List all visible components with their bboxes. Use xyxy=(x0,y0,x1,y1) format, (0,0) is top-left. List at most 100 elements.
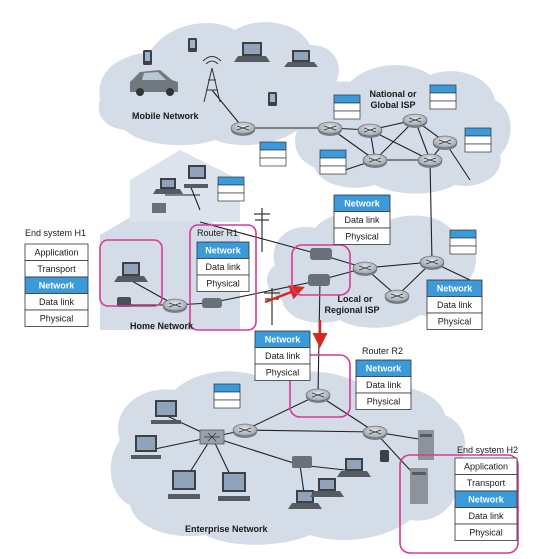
desktop-computer-icon xyxy=(131,435,161,459)
home-network-label: Home Network xyxy=(130,321,194,331)
stack-layer-label: Network xyxy=(205,245,242,255)
desktop-computer-icon xyxy=(151,400,181,424)
phone-icon xyxy=(268,92,277,106)
stack-layer-label: Physical xyxy=(469,527,503,537)
routers xyxy=(162,113,458,440)
highlight-end-system-h1 xyxy=(99,239,163,307)
mini-stack-icon xyxy=(464,127,492,153)
end-system-h2-title: End system H2 xyxy=(457,445,518,455)
mini-stacks xyxy=(213,84,492,409)
stack-layer-label: Data link xyxy=(39,297,75,307)
stack-layer-label: Physical xyxy=(345,231,379,241)
router-icon xyxy=(419,255,445,270)
stack-layer-cell xyxy=(454,523,518,541)
stack-layer-cell xyxy=(254,363,311,381)
stack-layer-label: Network xyxy=(468,494,505,504)
cell-tower-icon xyxy=(202,56,222,103)
router-r2-title: Router R2 xyxy=(362,346,403,356)
stack-layer-label: Network xyxy=(366,363,403,373)
highlight-router-r1 xyxy=(189,224,257,331)
packet-path-arrow xyxy=(264,285,328,348)
stack-layer-label: Data link xyxy=(265,351,301,361)
local-isp-label-line1: Local or xyxy=(337,294,373,304)
laptop-icon xyxy=(284,50,318,67)
mini-stack-icon xyxy=(429,84,457,110)
mini-stack-icon xyxy=(213,383,241,409)
enterprise-network-label: Enterprise Network xyxy=(185,524,269,534)
stack-layer-cell xyxy=(355,392,412,410)
stack-layer-cell xyxy=(333,227,391,245)
desktop-computer-icon xyxy=(184,165,208,188)
router-icon xyxy=(305,388,331,403)
modem-icon xyxy=(202,298,222,308)
mini-stack-icon xyxy=(449,229,477,255)
stack-layer-label: Physical xyxy=(40,313,74,323)
stack-layer-cell xyxy=(426,312,483,330)
router-icon xyxy=(417,153,443,168)
stack-layer-label: Network xyxy=(39,280,76,290)
telephone-pole-icon xyxy=(254,208,280,325)
phone-icon xyxy=(143,50,152,65)
mobile-network-cloud xyxy=(98,22,339,146)
server-icon xyxy=(418,430,434,460)
desktop-computer-icon xyxy=(218,472,250,501)
end-system-h1-title: End system H1 xyxy=(25,228,86,238)
printer-icon xyxy=(152,203,166,213)
router-icon xyxy=(384,289,410,304)
router-icon xyxy=(357,123,383,138)
national-isp-label-line1: National or xyxy=(369,89,417,99)
desktop-computer-icon xyxy=(168,470,200,499)
router-icon xyxy=(362,153,388,168)
printer-icon xyxy=(292,456,312,468)
stack-layer-label: Data link xyxy=(366,380,402,390)
stack-layer-label: Data link xyxy=(468,511,504,521)
stack-layer-cell xyxy=(196,274,250,292)
stack-layer-label: Physical xyxy=(367,396,401,406)
highlight-end-system-h2 xyxy=(399,454,519,554)
mini-stack-icon xyxy=(319,149,347,175)
mini-stack-icon xyxy=(217,176,245,202)
stack-layer-label: Physical xyxy=(206,278,240,288)
stack-layer-label: Application xyxy=(464,461,508,471)
car-icon xyxy=(130,70,178,96)
stack-layer-label: Data link xyxy=(437,300,473,310)
router-icon xyxy=(402,113,428,128)
phone-icon xyxy=(380,450,389,462)
switch-icon xyxy=(199,429,225,445)
router-icon xyxy=(230,121,256,136)
laptop-icon xyxy=(114,262,148,282)
mini-stack-icon xyxy=(259,141,287,167)
stack-layer-label: Transport xyxy=(467,478,506,488)
local-isp-label-line2: Regional ISP xyxy=(324,305,379,315)
laptop-icon xyxy=(310,478,344,497)
mini-stack-icon xyxy=(333,94,361,120)
highlight-router-r2 xyxy=(289,354,351,418)
mobile-network-label: Mobile Network xyxy=(132,111,200,121)
highlight-isp-router xyxy=(291,244,351,296)
server-icon xyxy=(410,468,428,504)
router-icon xyxy=(317,121,343,136)
laptop-icon xyxy=(337,458,371,477)
router-r1-title: Router R1 xyxy=(197,228,238,238)
laptop-icon xyxy=(288,490,322,509)
laptop-icon xyxy=(234,42,270,62)
enterprise-network-cloud xyxy=(110,371,466,545)
stack-layer-label: Physical xyxy=(266,367,300,377)
national-isp-label-line2: Global ISP xyxy=(370,100,415,110)
laptop-icon xyxy=(153,178,183,194)
modem-icon xyxy=(308,274,330,286)
router-icon xyxy=(232,423,258,438)
stack-layer-label: Application xyxy=(34,247,78,257)
router-icon xyxy=(162,298,188,313)
stack-layer-cell xyxy=(24,309,89,327)
phone-icon xyxy=(188,38,197,52)
stack-layer-label: Network xyxy=(265,334,302,344)
